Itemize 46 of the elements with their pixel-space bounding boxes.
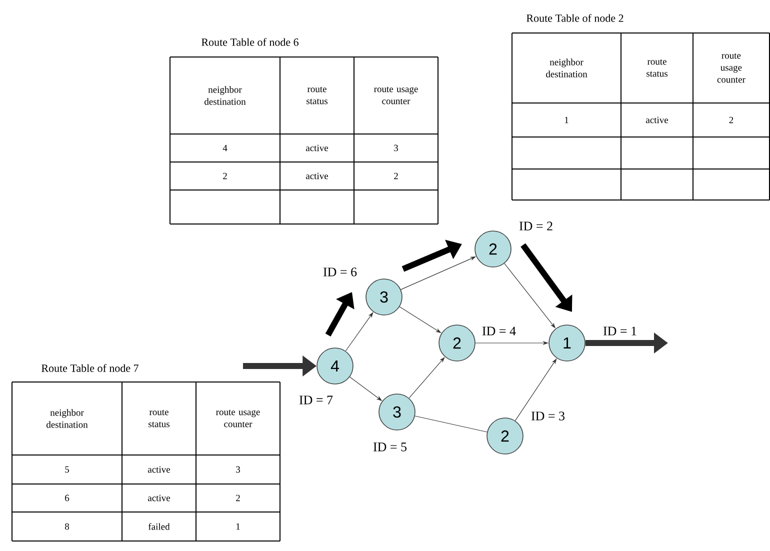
table-cell: route status	[306, 86, 328, 104]
node-id-label: ID = 7	[299, 396, 333, 404]
table-title: Route Table of node 2	[526, 14, 624, 22]
node-id-label: ID = 5	[373, 442, 407, 452]
table-cell: 3	[236, 466, 240, 473]
node-id-label: ID = 2	[519, 222, 552, 230]
table-cell: active	[148, 494, 170, 502]
network-node: 2	[438, 324, 476, 362]
table-cell: failed	[148, 523, 170, 530]
table-title: Route Table of node 6	[202, 38, 298, 46]
table-cell: active	[148, 466, 170, 473]
table-cell: 2	[394, 172, 398, 180]
arrow	[345, 312, 374, 352]
table-cell: active	[646, 116, 668, 124]
network-node: 4	[316, 348, 354, 384]
node-id-label: ID = 6	[323, 268, 357, 276]
network-node: 1	[548, 324, 586, 362]
network-node: 2	[474, 230, 512, 268]
table-cell: 3	[394, 144, 398, 152]
table-cell: 1	[564, 116, 568, 124]
table-cell: active	[306, 172, 328, 180]
table-cell: route usage counter	[216, 410, 260, 428]
node-id-label: ID = 1	[603, 326, 636, 336]
table-cell: neighbor destination	[546, 58, 588, 78]
table-cell: 5	[65, 466, 69, 473]
table-cell: active	[306, 144, 328, 152]
table-cell: 2	[236, 494, 240, 502]
table-cell: route usage counter	[374, 86, 418, 104]
table-cell: 8	[64, 523, 70, 530]
table-cell: route status	[148, 410, 170, 428]
node-id-label: ID = 3	[531, 412, 565, 420]
link-line	[414, 416, 488, 432]
table-cell: route status	[646, 59, 668, 77]
network-node: 3	[366, 278, 402, 316]
network-node: 3	[378, 394, 416, 430]
table-cell: 4	[222, 144, 228, 152]
node-id-label: ID = 4	[482, 326, 516, 336]
table-cell: neighbor destination	[204, 86, 246, 105]
table-cell: 2	[729, 116, 734, 124]
table-cell: neighbor destination	[46, 409, 88, 428]
network-node: 2	[486, 418, 524, 454]
table-cell: route usage counter	[717, 53, 746, 83]
table-cell: 6	[65, 494, 70, 502]
table-cell: 1	[236, 523, 240, 530]
table-cell: 2	[223, 172, 227, 180]
table-title: Route Table of node 7	[42, 364, 138, 372]
